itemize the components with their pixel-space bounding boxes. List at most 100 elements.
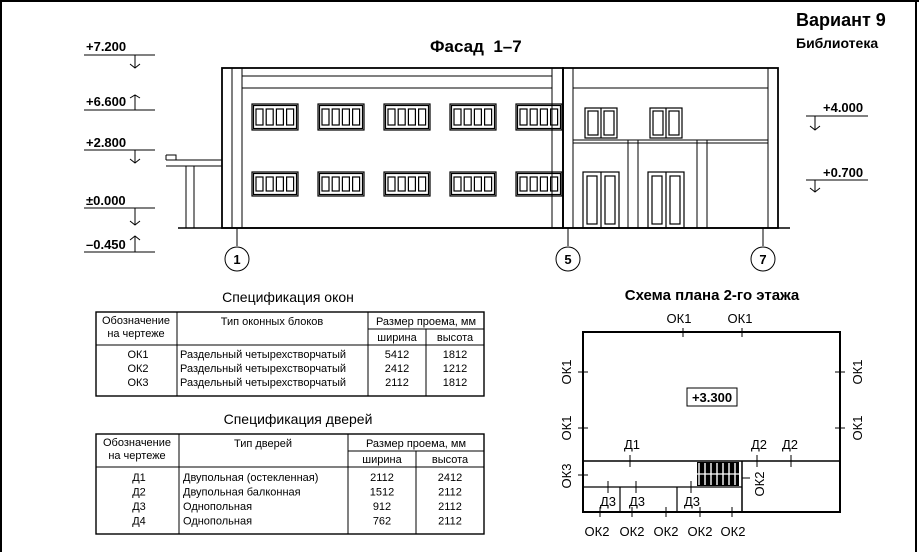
windows-row-width: 2412 xyxy=(385,363,409,375)
level-0700: +0.700 xyxy=(823,165,863,180)
plan-right-window-2: ОК1 xyxy=(850,416,865,441)
doors-row-height: 2112 xyxy=(438,501,462,513)
doors-header-type: Тип дверей xyxy=(234,438,292,450)
building-name: Библиотека xyxy=(796,35,878,51)
facade-drawing xyxy=(165,67,790,229)
facade-window xyxy=(449,171,497,197)
level-4000: +4.000 xyxy=(823,100,863,115)
windows-row-mark: ОК3 xyxy=(127,377,148,389)
windows-header-mark-line2: на чертеже xyxy=(107,328,164,340)
axis-7: 7 xyxy=(759,252,766,267)
doors-row-height: 2412 xyxy=(438,472,462,484)
level-minus-0450: –0.450 xyxy=(86,237,126,252)
facade-windows xyxy=(251,103,563,197)
doors-header-size: Размер проема, мм xyxy=(366,438,466,450)
doors-row-mark: Д1 xyxy=(132,472,146,484)
plan-door-d2-a: Д2 xyxy=(751,437,767,452)
plan-left-window-2: ОК1 xyxy=(559,416,574,441)
windows-spec-title: Спецификация окон xyxy=(222,289,354,305)
windows-row-type: Раздельный четырехстворчатый xyxy=(180,349,346,361)
windows-row-height: 1812 xyxy=(443,377,467,389)
facade-right-openings xyxy=(582,107,685,229)
plan-left-window-3: ОК3 xyxy=(559,464,574,489)
doors-row-width: 2112 xyxy=(370,472,394,484)
plan-bottom-window-2: ОК2 xyxy=(620,524,645,539)
doors-row-width: 912 xyxy=(373,501,391,513)
plan-drawing xyxy=(578,328,845,517)
plan-level: +3.300 xyxy=(692,390,732,405)
doors-row-type: Двупольная (остекленная) xyxy=(183,472,318,484)
windows-row-height: 1212 xyxy=(443,363,467,375)
facade-window xyxy=(251,171,299,197)
plan-top-window-2: ОК1 xyxy=(728,311,753,326)
windows-row-mark: ОК1 xyxy=(127,349,148,361)
windows-row-type: Раздельный четырехстворчатый xyxy=(180,363,346,375)
level-0000: ±0.000 xyxy=(86,193,126,208)
doors-row-mark: Д4 xyxy=(132,516,146,528)
level-7200: +7.200 xyxy=(86,39,126,54)
facade-window xyxy=(317,171,365,197)
windows-header-height: высота xyxy=(437,332,474,344)
doors-header-height: высота xyxy=(432,454,469,466)
plan-door-d3-c: Д3 xyxy=(684,494,700,509)
facade-window xyxy=(383,171,431,197)
facade-title: Фасад 1–7 xyxy=(430,37,522,56)
plan-level-box xyxy=(686,387,738,407)
doors-header-mark-line1: Обозначение xyxy=(103,437,171,449)
plan-door-d1: Д1 xyxy=(624,437,640,452)
doors-spec-grid xyxy=(95,433,485,535)
stair-hatch xyxy=(697,462,739,486)
windows-spec-grid xyxy=(95,311,485,397)
facade-window xyxy=(317,103,365,131)
doors-row-type: Двупольная балконная xyxy=(183,487,301,499)
facade-window xyxy=(515,171,563,197)
doors-row-height: 2112 xyxy=(438,516,462,528)
doors-header-mark-line2: на чертеже xyxy=(108,450,165,462)
windows-row-mark: ОК2 xyxy=(127,363,148,375)
plan-bottom-window-3: ОК2 xyxy=(654,524,679,539)
axis-1: 1 xyxy=(233,252,240,267)
windows-row-type: Раздельный четырехстворчатый xyxy=(180,377,346,389)
plan-door-d2-b: Д2 xyxy=(782,437,798,452)
level-marks-right xyxy=(806,115,868,193)
doors-header-width: ширина xyxy=(362,454,402,466)
plan-bottom-window-1: ОК2 xyxy=(585,524,610,539)
windows-header-width: ширина xyxy=(377,332,417,344)
windows-row-width: 5412 xyxy=(385,349,409,361)
plan-right-window-1: ОК1 xyxy=(850,360,865,385)
windows-row-height: 1812 xyxy=(443,349,467,361)
plan-top-window-1: ОК1 xyxy=(667,311,692,326)
axis-markers xyxy=(224,228,776,272)
plan-door-d3-a: Д3 xyxy=(600,494,616,509)
facade-window xyxy=(383,103,431,131)
windows-header-type: Тип оконных блоков xyxy=(221,316,324,328)
plan-title: Схема плана 2-го этажа xyxy=(625,287,800,304)
plan-bottom-window-4: ОК2 xyxy=(688,524,713,539)
doors-row-width: 1512 xyxy=(370,487,394,499)
level-6600: +6.600 xyxy=(86,94,126,109)
plan-door-d3-b: Д3 xyxy=(629,494,645,509)
windows-header-mark-line1: Обозначение xyxy=(102,315,170,327)
facade-window xyxy=(515,103,563,131)
plan-inner-window: ОК2 xyxy=(752,472,767,497)
doors-spec-title: Спецификация дверей xyxy=(224,411,373,427)
doors-row-width: 762 xyxy=(373,516,391,528)
level-2800: +2.800 xyxy=(86,135,126,150)
doors-row-mark: Д2 xyxy=(132,487,146,499)
facade-window xyxy=(449,103,497,131)
windows-row-width: 2112 xyxy=(385,377,409,389)
doors-row-height: 2112 xyxy=(438,487,462,499)
windows-header-size: Размер проема, мм xyxy=(376,316,476,328)
doors-row-mark: Д3 xyxy=(132,501,146,513)
level-marks-left xyxy=(84,54,155,253)
doors-row-type: Однопольная xyxy=(183,516,252,528)
plan-bottom-window-5: ОК2 xyxy=(721,524,746,539)
axis-5: 5 xyxy=(564,252,571,267)
variant-label: Вариант 9 xyxy=(796,10,886,30)
doors-row-type: Однопольная xyxy=(183,501,252,513)
facade-window xyxy=(251,103,299,131)
